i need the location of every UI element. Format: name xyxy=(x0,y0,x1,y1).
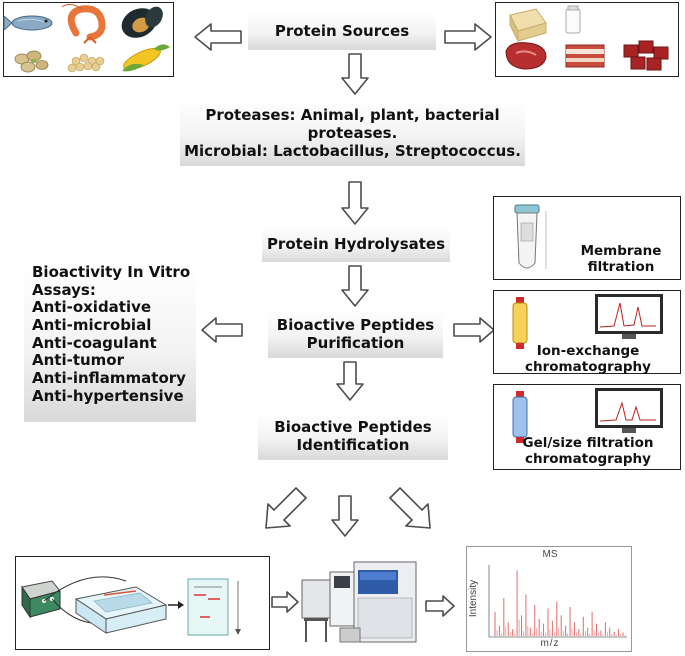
assay-item: Anti-tumor xyxy=(32,351,125,370)
membrane-line1: Membrane xyxy=(580,243,662,259)
protein-sources-label: Protein Sources xyxy=(248,12,436,50)
arrow-down-right-icon xyxy=(389,487,431,529)
cheese-icon xyxy=(509,8,547,42)
electrophoresis-image xyxy=(15,556,270,650)
gel-electrophoresis-illustration xyxy=(21,576,241,636)
identification-line1: Bioactive Peptides xyxy=(274,418,432,436)
corn-icon xyxy=(122,44,170,72)
arrow-down-3-icon xyxy=(341,265,369,307)
milk-icon xyxy=(565,5,581,34)
assay-item: Anti-oxidative xyxy=(32,298,152,317)
assay-item: Anti-hypertensive xyxy=(32,386,184,405)
fish-icon xyxy=(3,14,53,32)
membrane-line2: filtration xyxy=(587,259,655,276)
gel-result-icon xyxy=(187,578,241,636)
purification-label: Bioactive Peptides Purification xyxy=(268,310,443,358)
arrow-left-to-assays-icon xyxy=(201,317,243,343)
ion-exchange-caption: Ion-exchange chromatography xyxy=(500,343,676,375)
electrophoresis-tank-icon xyxy=(74,586,168,634)
assays-panel: Bioactivity In Vitro Assays: Anti-oxidat… xyxy=(24,263,196,422)
animal-food-illustration xyxy=(505,5,669,71)
bacon-icon xyxy=(565,44,605,68)
lc-ms-instrument-icon xyxy=(301,561,417,643)
proteases-label: Proteases: Animal, plant, bacterial prot… xyxy=(180,100,525,166)
membrane-filtration-box: Membrane filtration xyxy=(493,196,681,280)
animal-food-image xyxy=(495,2,679,77)
nuts-icon xyxy=(14,50,49,73)
ms-spectrum-chart xyxy=(488,565,627,638)
centrifugal-filter-icon xyxy=(514,204,547,269)
gel-chromatogram-monitor-icon xyxy=(595,388,663,433)
arrow-down-center-icon xyxy=(331,495,359,537)
soybeans-icon xyxy=(67,53,105,73)
arrow-right-to-animal-food-icon xyxy=(444,23,492,51)
power-supply-icon xyxy=(21,580,61,619)
arrow-down-1-icon xyxy=(341,53,369,95)
arrow-down-4-icon xyxy=(336,361,364,401)
shrimp-icon xyxy=(61,3,106,44)
gel-filtration-caption: Gel/size filtration chromatography xyxy=(500,435,676,467)
mussel-icon xyxy=(121,6,163,38)
gel-column-icon xyxy=(512,391,528,443)
assay-item: Anti-microbial xyxy=(32,316,152,335)
identification-line2: Identification xyxy=(296,436,410,454)
proteases-line2: proteases. xyxy=(307,124,398,142)
meat-cubes-icon xyxy=(623,40,669,71)
protein-hydrolysates-label: Protein Hydrolysates xyxy=(262,226,450,262)
ion-line2: chromatography xyxy=(525,359,651,376)
ms-plot-panel: MS Intensity m/z xyxy=(466,546,632,652)
beef-icon xyxy=(505,42,547,70)
purification-line2: Purification xyxy=(306,334,405,352)
ion-line1: Ion-exchange xyxy=(536,343,640,359)
ms-xlabel: m/z xyxy=(540,638,560,649)
gel-line1: Gel/size filtration xyxy=(522,435,654,451)
purification-line1: Bioactive Peptides xyxy=(276,316,435,334)
protein-sources-text: Protein Sources xyxy=(274,22,410,40)
arrow-right-to-ms-plot-icon xyxy=(425,595,455,617)
arrow-right-to-instrument-icon xyxy=(271,591,299,613)
arrow-down-2-icon xyxy=(341,181,369,225)
assay-item: Anti-inflammatory xyxy=(32,369,186,388)
ion-chromatogram-monitor-icon xyxy=(595,294,663,339)
ms-peaks xyxy=(494,570,626,636)
food-sources-image xyxy=(3,2,174,77)
arrow-down-left-icon xyxy=(265,487,307,529)
ms-title: MS xyxy=(542,549,558,560)
protein-hydrolysates-text: Protein Hydrolysates xyxy=(266,235,446,253)
gel-line2: chromatography xyxy=(525,451,651,468)
membrane-filtration-caption: Membrane filtration xyxy=(564,243,678,275)
assay-item: Anti-coagulant xyxy=(32,333,157,352)
assays-title-line1: Bioactivity In Vitro xyxy=(32,263,191,281)
assays-title-line2: Assays: xyxy=(32,280,96,299)
gel-filtration-box: Gel/size filtration chromatography xyxy=(493,384,681,470)
proteases-line3: Microbial: Lactobacillus, Streptococcus. xyxy=(184,142,521,160)
identification-label: Bioactive Peptides Identification xyxy=(258,412,448,460)
arrow-right-to-methods-icon xyxy=(453,317,495,343)
food-sources-illustration xyxy=(3,3,170,73)
ion-column-icon xyxy=(512,297,528,349)
proteases-line1: Proteases: Animal, plant, bacterial xyxy=(205,106,500,124)
ion-exchange-box: Ion-exchange chromatography xyxy=(493,290,681,375)
arrow-left-to-food-icon xyxy=(194,23,242,51)
